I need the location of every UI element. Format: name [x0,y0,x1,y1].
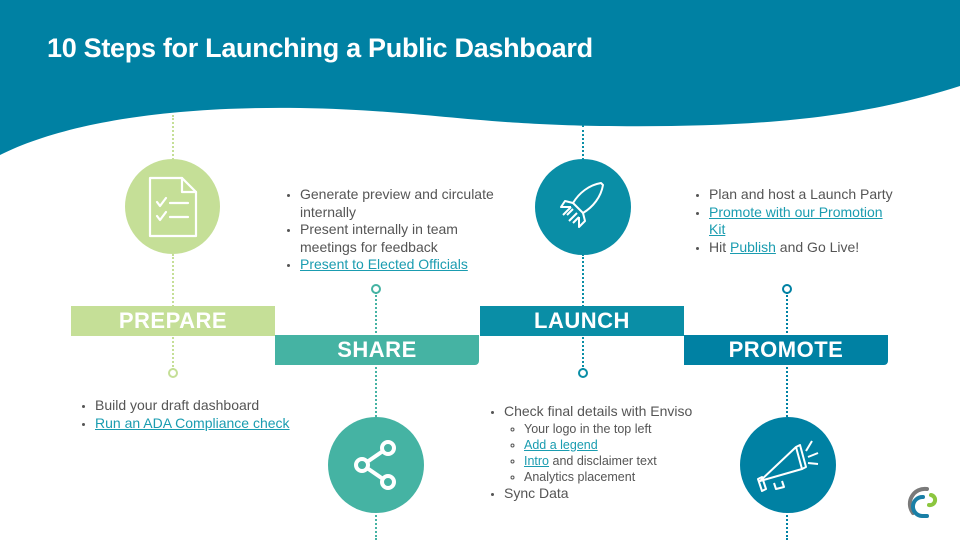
launch-band: LAUNCH [480,306,684,336]
list-item: Build your draft dashboard [95,397,295,415]
list-item: Run an ADA Compliance check [95,415,295,433]
add-legend-link[interactable]: Add a legend [524,437,598,452]
intro-link[interactable]: Intro [524,453,550,468]
promote-circle [740,417,836,513]
prepare-node [168,368,178,378]
publish-link[interactable]: Publish [730,238,776,255]
list-item: Add a legend [524,437,704,453]
list-item: Hit Publish and Go Live! [709,239,899,257]
list-item: Promote with our Promotion Kit [709,204,899,239]
list-item: Analytics placement [524,469,704,485]
launch-list: Check final details with Enviso Your log… [480,403,704,502]
promote-band: PROMOTE [684,335,888,365]
share-band: SHARE [275,335,479,365]
launch-connector-top [582,125,584,160]
prepare-connector-top [172,115,174,160]
launch-circle [535,159,631,255]
launch-node [578,368,588,378]
list-item: Check final details with Enviso Your log… [504,403,704,485]
share-icon [354,440,396,490]
checklist-document-icon [148,176,197,237]
page-title: 10 Steps for Launching a Public Dashboar… [47,33,593,63]
list-item: Present to Elected Officials [300,256,500,274]
promote-list: Plan and host a Launch Party Promote wit… [685,186,899,256]
list-item: Your logo in the top left [524,421,704,437]
promote-connector [786,292,788,540]
promotion-kit-link[interactable]: Promote with our Promotion Kit [709,203,883,238]
list-item: Sync Data [504,485,704,503]
ada-compliance-link[interactable]: Run an ADA Compliance check [95,414,290,431]
header-banner [0,0,960,155]
prepare-band: PREPARE [71,306,275,336]
list-item: Plan and host a Launch Party [709,186,899,204]
share-list: Generate preview and circulate internall… [276,186,500,274]
promote-node [782,284,792,294]
share-connector [375,292,377,540]
launch-sublist: Your logo in the top left Add a legend I… [504,421,704,485]
enviso-logo-icon [907,486,938,518]
share-node [371,284,381,294]
megaphone-icon [757,440,819,492]
list-item: Present internally in team meetings for … [300,221,500,256]
list-item: Generate preview and circulate internall… [300,186,500,221]
prepare-circle [125,159,220,254]
prepare-list: Build your draft dashboard Run an ADA Co… [71,397,295,432]
rocket-icon [560,182,604,228]
list-item: Intro and disclaimer text [524,453,704,469]
share-circle [328,417,424,513]
elected-officials-link[interactable]: Present to Elected Officials [300,256,468,273]
